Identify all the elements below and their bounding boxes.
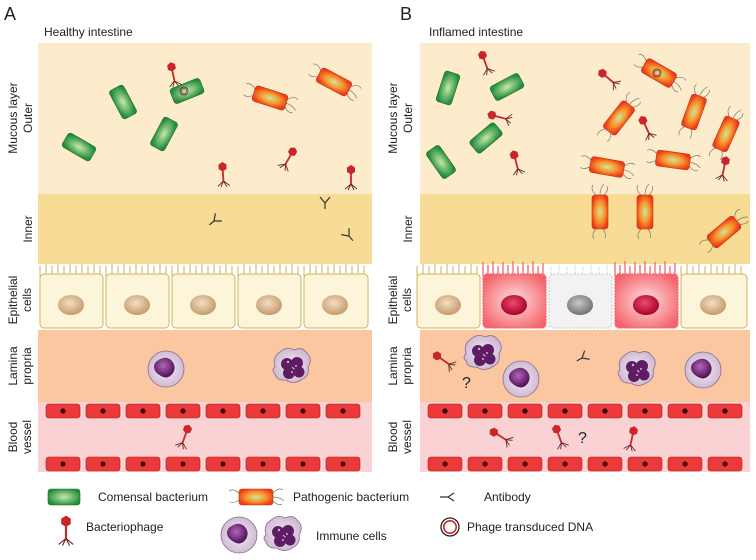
legend-antibody-label: Antibody xyxy=(484,490,531,504)
legend-immune: Immune cells xyxy=(220,515,387,554)
outer-mucus-b xyxy=(420,43,750,194)
legend-commensal: Comensal bacterium xyxy=(47,488,208,506)
outer-label: Outer xyxy=(401,103,415,133)
immune-cell xyxy=(684,351,722,389)
mucous-layer-label: Mucous layer xyxy=(6,82,20,153)
lamina-label-2: propria xyxy=(20,347,34,385)
inner-mucus-b xyxy=(420,194,750,264)
lamina-label-1: Lamina xyxy=(386,346,400,386)
lamina-propria-a xyxy=(38,330,372,402)
blood-label-2: vessel xyxy=(400,420,414,454)
legend-transduced-label: Phage transduced DNA xyxy=(467,520,593,534)
panel-a: A Healthy intestine xyxy=(4,4,372,472)
commensal-icon xyxy=(47,488,81,506)
mucous-layer-label: Mucous layer xyxy=(386,82,400,153)
blood-label-1: Blood xyxy=(6,422,20,453)
inner-label: Inner xyxy=(401,215,415,242)
pathogen-icon xyxy=(228,488,285,506)
epithelial-label-1: Epithelial xyxy=(6,276,20,325)
panel-b: B Inflamed intestine xyxy=(386,4,751,472)
blood-label-1: Blood xyxy=(386,422,400,453)
antibody-icon xyxy=(440,492,455,502)
immune-cell xyxy=(617,350,656,386)
panel-b-letter: B xyxy=(400,4,412,24)
legend-phage-label: Bacteriophage xyxy=(86,520,164,534)
epithelium-b xyxy=(416,261,748,329)
panel-a-letter: A xyxy=(4,4,16,24)
legend: Comensal bacterium Pathogenic bacterium … xyxy=(47,488,593,554)
outer-mucus-a xyxy=(38,43,372,194)
panel-b-title: Inflamed intestine xyxy=(429,25,523,39)
immune-cell-icon xyxy=(220,516,258,554)
panel-a-title: Healthy intestine xyxy=(44,25,133,39)
legend-phage: Bacteriophage xyxy=(58,515,164,547)
epithelial-label-2: cells xyxy=(400,288,414,312)
transduced-dna-icon xyxy=(440,517,460,537)
immune-cell xyxy=(272,347,311,383)
lamina-label-2: propria xyxy=(400,347,414,385)
phage-icon xyxy=(58,515,74,547)
question-mark: ? xyxy=(578,430,587,447)
epithelium-a xyxy=(39,264,369,329)
legend-immune-label: Immune cells xyxy=(316,529,387,543)
legend-antibody: Antibody xyxy=(440,490,531,504)
lamina-label-1: Lamina xyxy=(6,346,20,386)
question-mark: ? xyxy=(462,375,471,392)
epithelial-label-2: cells xyxy=(20,288,34,312)
outer-label: Outer xyxy=(21,103,35,133)
epithelial-label-1: Epithelial xyxy=(386,276,400,325)
legend-pathogenic: Pathogenic bacterium xyxy=(228,488,409,506)
immune-cell xyxy=(502,360,540,398)
legend-commensal-label: Comensal bacterium xyxy=(98,490,208,504)
immune-cell xyxy=(463,334,502,370)
legend-pathogenic-label: Pathogenic bacterium xyxy=(293,490,409,504)
inner-mucus-a xyxy=(38,194,372,264)
legend-transduced: Phage transduced DNA xyxy=(440,517,593,537)
blood-label-2: vessel xyxy=(20,420,34,454)
immune-cell xyxy=(147,350,185,388)
inner-label: Inner xyxy=(21,215,35,242)
immune-cell-icon xyxy=(263,515,302,551)
